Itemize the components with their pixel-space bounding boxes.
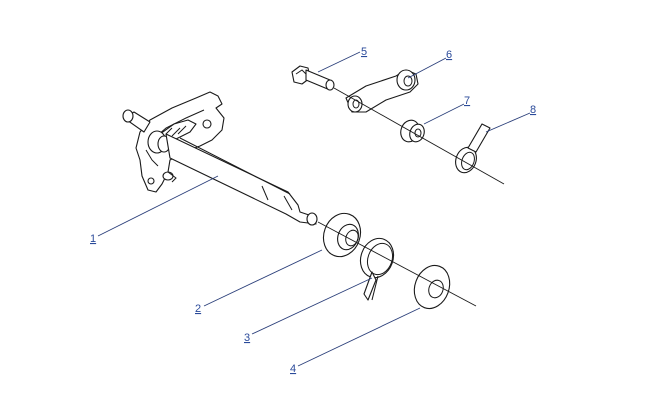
leader-2 (203, 249, 323, 307)
part-5-bolt (291, 65, 335, 91)
leader-8 (485, 112, 531, 133)
callout-1[interactable]: 1 (90, 233, 96, 245)
part-1-shift-shaft (122, 91, 318, 226)
assembly-axis-lower (317, 221, 477, 307)
callout-3[interactable]: 3 (244, 332, 250, 344)
leader-5 (317, 51, 361, 73)
callout-5[interactable]: 5 (361, 46, 367, 58)
callout-2[interactable]: 2 (195, 303, 201, 315)
callout-4[interactable]: 4 (290, 363, 296, 375)
part-7-collar (400, 119, 425, 143)
callout-8[interactable]: 8 (530, 104, 536, 116)
leader-1 (97, 175, 219, 237)
part-6-link-arm (345, 69, 419, 113)
leader-lines (97, 51, 531, 367)
leader-4 (297, 307, 421, 367)
assembly-axis-upper (333, 87, 505, 185)
leader-7 (423, 103, 465, 125)
part-4-washer (413, 264, 451, 310)
leader-6 (407, 57, 447, 79)
callout-7[interactable]: 7 (464, 95, 470, 107)
part-3-spring (359, 237, 395, 301)
callout-6[interactable]: 6 (446, 49, 452, 61)
part-8-torsion-spring (455, 123, 491, 174)
leader-3 (251, 277, 373, 335)
